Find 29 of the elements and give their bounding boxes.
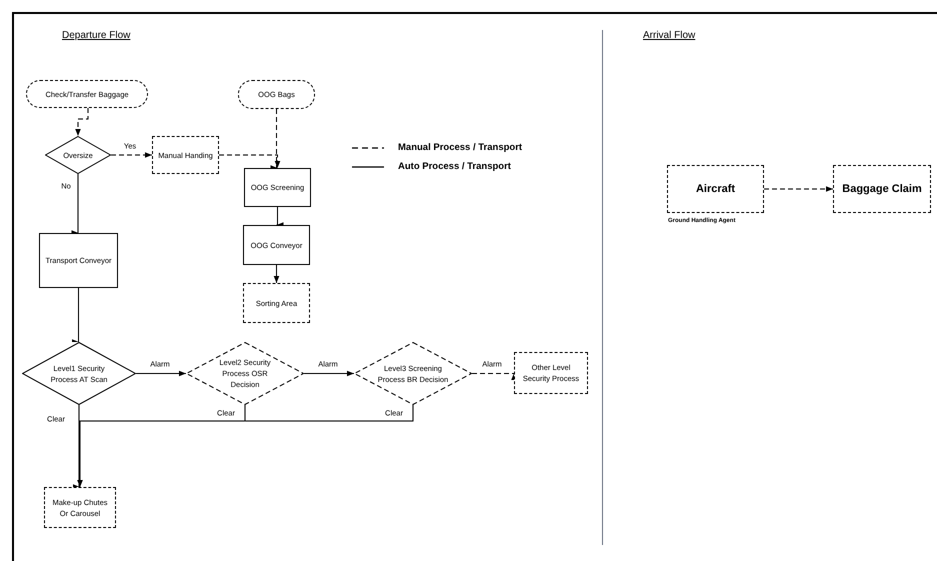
process-box xyxy=(243,225,310,265)
process-box xyxy=(514,352,588,394)
connector-arrow xyxy=(136,370,186,376)
node-text: Aircraft xyxy=(694,183,736,195)
connector-arrow xyxy=(77,404,414,488)
connector-arrow xyxy=(72,174,79,236)
legend-text: Auto Process / Transport xyxy=(398,160,511,174)
process-box xyxy=(244,168,311,207)
connector-arrow xyxy=(218,154,280,168)
legend-text: Manual Process / Transport xyxy=(398,141,522,155)
section-heading: Departure Flow xyxy=(62,29,130,43)
connector-arrow xyxy=(274,264,280,284)
connector-arrow xyxy=(110,152,152,158)
process-box xyxy=(243,283,310,323)
terminal-shape xyxy=(26,80,148,108)
process-box xyxy=(44,487,116,528)
process-box xyxy=(833,165,931,213)
connector-arrow xyxy=(270,108,278,171)
connector-arrow xyxy=(73,404,80,490)
connector-arrow xyxy=(75,108,88,136)
process-box xyxy=(152,136,219,174)
node-text: Baggage Claim xyxy=(841,183,923,195)
process-box xyxy=(39,233,118,288)
connector-arrow xyxy=(764,186,834,192)
connector-arrow xyxy=(276,206,284,228)
connector-arrow xyxy=(72,288,80,345)
section-heading: Arrival Flow xyxy=(643,29,696,43)
connector-arrow xyxy=(304,370,354,376)
terminal-shape xyxy=(238,80,315,109)
